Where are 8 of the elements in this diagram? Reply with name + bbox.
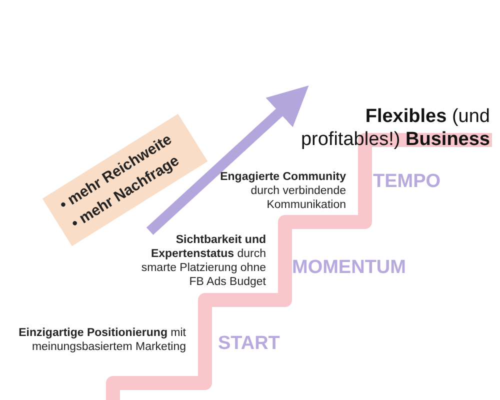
step-label: START: [218, 333, 280, 355]
step-label: MOMENTUM: [292, 257, 406, 279]
step-description: Einzigartige Positionierung mit meinungsbasiertem Marketing: [18, 326, 186, 354]
arrow: [146, 86, 309, 235]
step-description: Engagierte Community durch verbindende Kommunikation: [219, 170, 346, 212]
goal-heading: Flexibles (und profitables!) Business: [300, 105, 490, 151]
step-description: Sichtbarkeit und Expertenstatus durch smarte Platzierung ohne FB Ads Budget: [140, 233, 266, 289]
step-label: TEMPO: [373, 171, 441, 193]
